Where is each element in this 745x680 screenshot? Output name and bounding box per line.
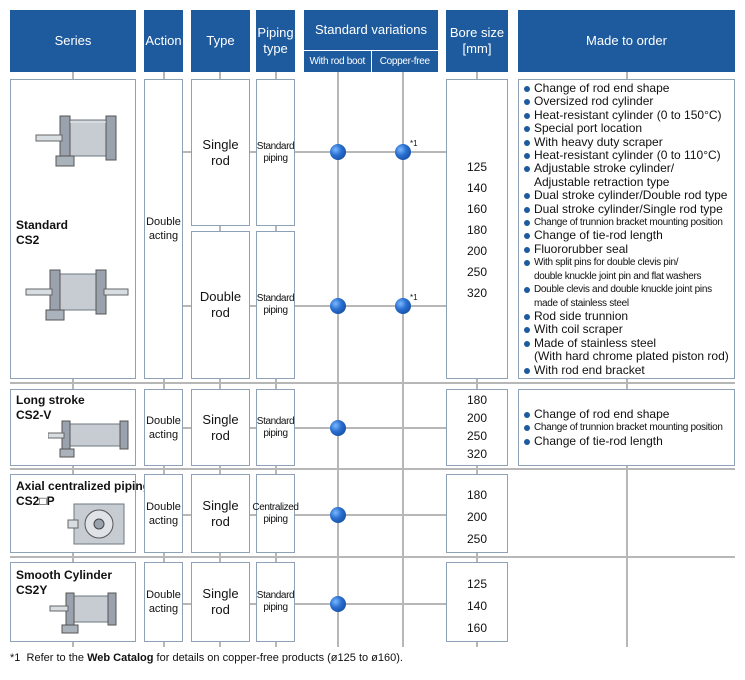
mto-item: With split pins for double clevis pin/ [522, 256, 729, 269]
piping-cell-long-stroke [256, 389, 295, 466]
action-cell-axial [144, 474, 183, 553]
type-cell-smooth [191, 562, 250, 642]
action-cell-smooth [144, 562, 183, 642]
copper-free-available-dot [395, 144, 411, 160]
copper-free-available-dot [395, 298, 411, 314]
rod-boot-available-dot [330, 298, 346, 314]
bore-cell-smooth [446, 562, 508, 642]
type-cell-axial [191, 474, 250, 553]
cylinder-image-single-rod [35, 115, 117, 167]
cylinder-image-smooth [49, 592, 117, 634]
footnote-pre: Refer to the [26, 652, 88, 664]
mto-item: Oversized rod cylinder [522, 94, 729, 108]
mto-cell-standard [518, 79, 735, 379]
mto-item: Fluororubber seal [522, 242, 729, 256]
mto-item: Double clevis and double knuckle joint p… [522, 283, 729, 296]
mto-item: Change of rod end shape [522, 81, 729, 95]
action-cell-standard [144, 79, 183, 379]
mto-item: With rod end bracket [522, 363, 729, 377]
mto-item: Heat-resistant cylinder (0 to 110°C) [522, 148, 729, 162]
mto-item: Change of trunnion bracket mounting posi… [522, 216, 729, 229]
type-cell-single-rod [191, 79, 250, 226]
web-catalog-link[interactable]: Web Catalog [87, 652, 154, 664]
bore-cell-axial [446, 474, 508, 553]
header-action: Action [144, 10, 183, 72]
piping-cell-smooth [256, 562, 295, 642]
mto-item: Change of rod end shape [522, 407, 723, 421]
rod-boot-available-dot [330, 596, 346, 612]
note-mark: *1 [410, 293, 418, 302]
mto-item: Change of tie-rod length [522, 229, 729, 242]
footnote-mark: *1 [10, 652, 21, 664]
header-made-to-order: Made to order [518, 10, 735, 72]
header-bore-size: Bore size[mm] [446, 10, 508, 72]
type-cell-long-stroke [191, 389, 250, 466]
mto-item: Adjustable stroke cylinder/ [522, 162, 729, 175]
footnote: *1 Refer to the Web Catalog for details … [10, 652, 403, 664]
mto-item: made of stainless steel [534, 297, 629, 309]
cylinder-image-double-rod [25, 269, 129, 321]
header-standard-variations: Standard variations With rod boot Copper… [304, 10, 438, 72]
mto-cell-long-stroke [518, 389, 735, 466]
mto-item: Rod side trunnion [522, 309, 729, 323]
mto-item: With coil scraper [522, 322, 729, 336]
mto-item: Made of stainless steel [522, 336, 729, 350]
footnote-post: for details on copper-free products (ø12… [153, 652, 403, 664]
standard-variations-title: Standard variations [314, 22, 427, 37]
header-type: Type [191, 10, 250, 72]
piping-cell-standard-2 [256, 231, 295, 379]
mto-item: Heat-resistant cylinder (0 to 150°C) [522, 108, 729, 122]
mto-item: Special port location [522, 121, 729, 135]
mto-item: Dual stroke cylinder/Double rod type [522, 188, 729, 202]
rod-boot-available-dot [330, 144, 346, 160]
mto-item: Dual stroke cylinder/Single rod type [522, 202, 729, 216]
type-cell-double-rod [191, 231, 250, 379]
bore-cell-long-stroke [446, 389, 508, 466]
rod-boot-available-dot [330, 420, 346, 436]
cylinder-image-long-stroke [48, 420, 129, 458]
mto-item: (With hard chrome plated piston rod) [534, 349, 729, 364]
bore-cell-standard [446, 79, 508, 379]
piping-cell-standard-1 [256, 79, 295, 226]
action-cell-long-stroke [144, 389, 183, 466]
note-mark: *1 [410, 139, 418, 148]
mto-item: With heavy duty scraper [522, 135, 729, 149]
mto-item: double knuckle joint pin and flat washer… [534, 270, 702, 282]
piping-cell-axial [256, 474, 295, 553]
cylinder-image-axial [67, 503, 125, 545]
mto-item: Change of trunnion bracket mounting posi… [522, 421, 723, 434]
header-series: Series [10, 10, 136, 72]
header-copper-free: Copper-free [370, 51, 439, 72]
rod-boot-available-dot [330, 507, 346, 523]
mto-item: Adjustable retraction type [534, 174, 670, 189]
mto-item: Change of tie-rod length [522, 434, 723, 448]
header-with-rod-boot: With rod boot [309, 55, 366, 67]
